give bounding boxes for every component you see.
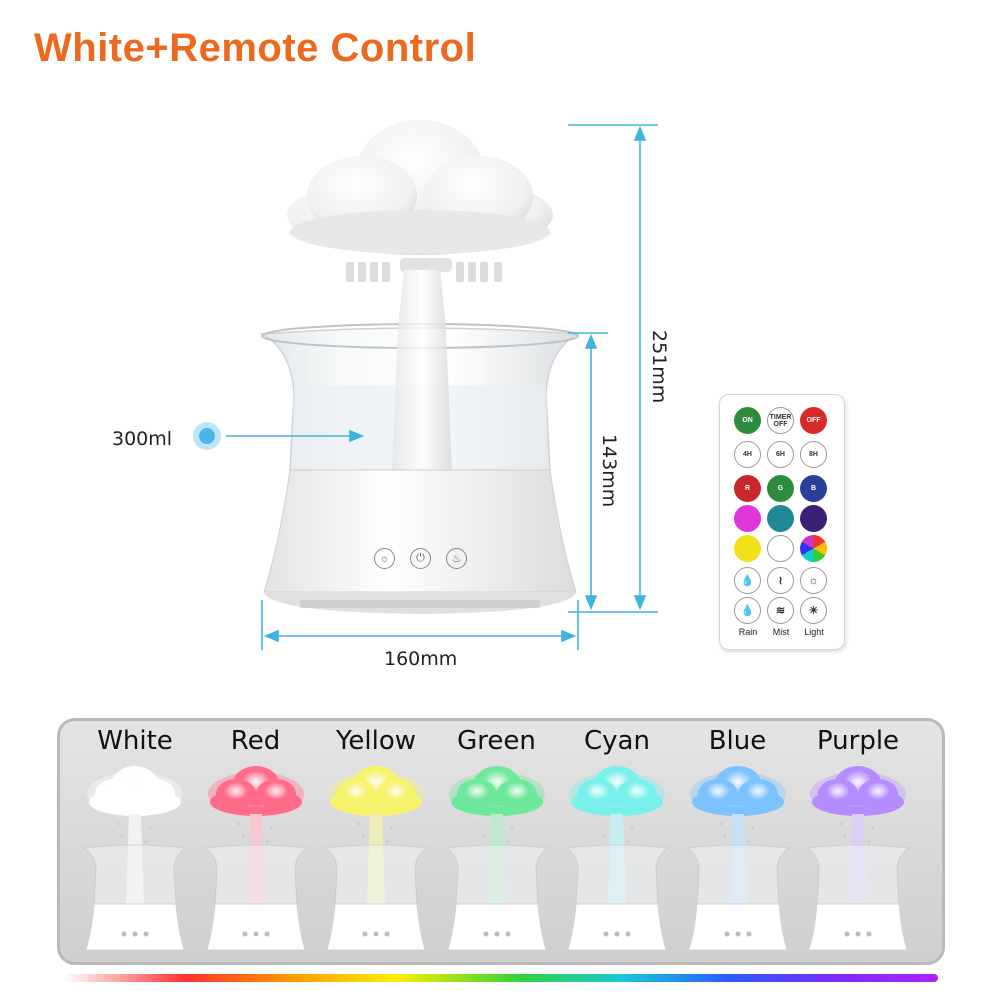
remote-button[interactable] <box>734 505 761 532</box>
remote-button-label: 4H <box>743 451 752 458</box>
light-mode-icon[interactable]: ☼ <box>800 567 827 594</box>
humidifier-illustration <box>193 120 658 650</box>
remote-button-label: TIMER OFF <box>769 413 792 428</box>
remote-button[interactable] <box>734 535 761 562</box>
color-mode-label: Yellow <box>335 726 417 756</box>
total-height-label: 251mm <box>648 330 670 404</box>
remote-mode-label: Mist <box>772 627 790 637</box>
humidifier-purple <box>805 766 911 951</box>
remote-button[interactable] <box>767 505 794 532</box>
remote-button[interactable] <box>800 535 827 562</box>
humidifier-blue <box>685 766 790 951</box>
page-title: White+Remote Control <box>34 26 477 70</box>
remote-button[interactable]: 4H <box>734 441 761 468</box>
capacity-marker-icon <box>193 422 221 450</box>
remote-button-label: ON <box>742 417 753 424</box>
remote-mode-label: Rain <box>738 627 758 637</box>
remote-button[interactable]: 6H <box>767 441 794 468</box>
humidifier-white <box>82 766 188 951</box>
remote-mode-label: Light <box>804 627 824 637</box>
remote-button[interactable]: ON <box>734 407 761 434</box>
mist-button-icon: ♨ <box>446 548 467 569</box>
mist-mode-icon[interactable]: ≀ <box>767 567 794 594</box>
remote-button-label: B <box>810 485 817 492</box>
power-button-icon: ⏻ <box>410 548 431 569</box>
color-mode-label: Red <box>230 726 281 756</box>
cloud-cap <box>287 120 553 255</box>
humidifier-green <box>444 766 549 951</box>
water-tank <box>259 270 581 471</box>
remote-button-label: 6H <box>776 451 785 458</box>
rain-mode-icon[interactable]: 💧 <box>734 597 761 624</box>
remote-button[interactable] <box>800 505 827 532</box>
humidifier-yellow <box>323 766 429 951</box>
remote-button[interactable] <box>767 535 794 562</box>
remote-button[interactable]: R <box>734 475 761 502</box>
color-mode-label: White <box>97 726 173 756</box>
remote-button[interactable]: 8H <box>800 441 827 468</box>
remote-button[interactable]: B <box>800 475 827 502</box>
base <box>263 469 577 614</box>
dimension-lines <box>226 124 658 650</box>
color-mode-label: Blue <box>708 726 767 756</box>
capacity-label: 300ml <box>112 428 173 450</box>
color-mode-label: Green <box>457 726 536 756</box>
remote-button[interactable]: G <box>767 475 794 502</box>
rainbow-bar <box>64 974 938 982</box>
remote-button-label: 8H <box>809 451 818 458</box>
remote-control: ON TIMER OFF OFF 4H 6H 8H R G B 💧≀☼ 💧≋☀ Rain Mist Lig… <box>719 394 845 650</box>
remote-button[interactable]: TIMER OFF <box>767 407 794 434</box>
color-mode-label: Purple <box>816 726 900 756</box>
rain-mode-icon[interactable]: 💧 <box>734 567 761 594</box>
light-button-icon: ☼ <box>374 548 395 569</box>
rain-fringe <box>346 258 502 282</box>
humidifier-cyan <box>564 766 670 951</box>
light-mode-icon[interactable]: ☀ <box>800 597 827 624</box>
mist-mode-icon[interactable]: ≋ <box>767 597 794 624</box>
remote-button[interactable]: OFF <box>800 407 827 434</box>
remote-button-label: OFF <box>806 417 821 424</box>
remote-button-label: G <box>777 485 784 492</box>
tank-height-label: 143mm <box>598 434 620 508</box>
remote-button-label: R <box>744 485 751 492</box>
width-label: 160mm <box>384 648 458 670</box>
color-mode-label: Cyan <box>584 726 650 756</box>
humidifier-red <box>203 766 308 951</box>
